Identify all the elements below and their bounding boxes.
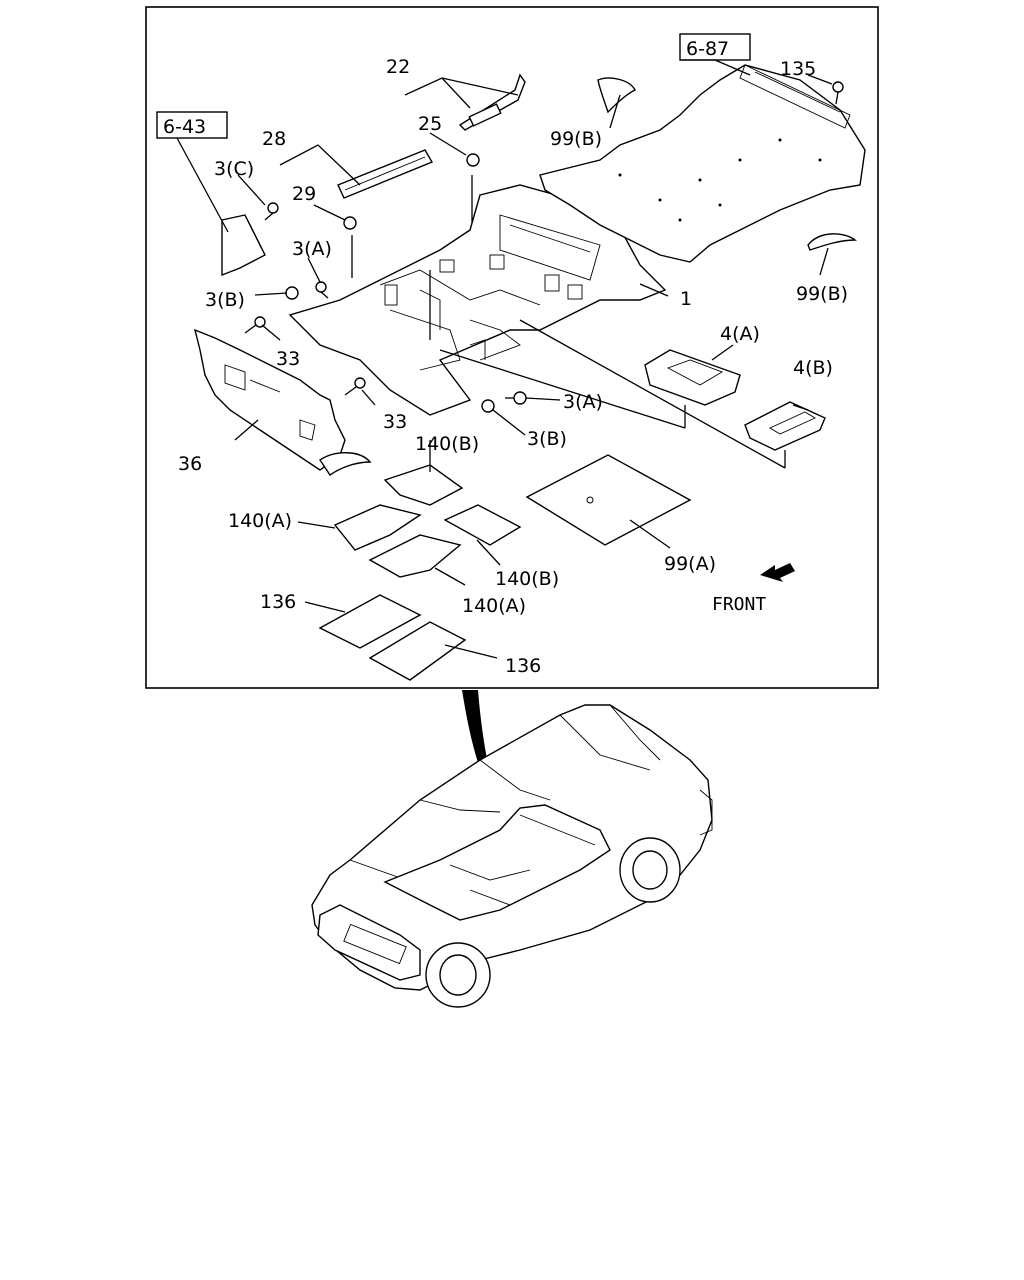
- label-3a-mid: 3(A): [563, 391, 603, 413]
- part-labels: 6-43 6-87 22 25 28 3(C) 29 3(A) 3(B) 33 …: [163, 38, 848, 677]
- sill-plates: [337, 73, 526, 199]
- ref-box-6-43: [156, 111, 228, 139]
- label-4b: 4(B): [793, 357, 833, 379]
- label-25: 25: [418, 113, 442, 135]
- pad-99b-top: [597, 77, 636, 114]
- fasteners: [244, 153, 527, 413]
- pad-99b-right: [807, 233, 857, 251]
- label-29: 29: [292, 183, 316, 205]
- front-label: FRONT: [712, 594, 766, 615]
- dash-insulator-36: [193, 328, 372, 476]
- label-135: 135: [780, 58, 816, 80]
- label-28: 28: [262, 128, 286, 150]
- ref-label-6-43: 6-43: [163, 116, 206, 138]
- vehicle-illustration: [311, 690, 713, 1008]
- label-136-top: 136: [260, 591, 296, 613]
- sheets: [318, 454, 692, 681]
- label-140b-top: 140(B): [415, 433, 479, 455]
- label-99b-top: 99(B): [550, 128, 602, 150]
- label-22: 22: [386, 56, 410, 78]
- label-99b-right: 99(B): [796, 283, 848, 305]
- label-140a-left: 140(A): [228, 510, 292, 532]
- leader-lines: [176, 59, 833, 659]
- label-136-bottom: 136: [505, 655, 541, 677]
- floor-carpet: [288, 184, 667, 416]
- floor-mat-4a: [644, 349, 741, 406]
- label-3c: 3(C): [214, 158, 254, 180]
- label-3a-top: 3(A): [292, 238, 332, 260]
- label-140a-bottom: 140(A): [462, 595, 526, 617]
- label-33-upper: 33: [276, 348, 300, 370]
- label-3b-mid: 3(B): [527, 428, 567, 450]
- label-1: 1: [680, 288, 692, 310]
- label-3b-left: 3(B): [205, 289, 245, 311]
- label-36: 36: [178, 453, 202, 475]
- front-arrow-icon: [760, 563, 795, 582]
- rear-cargo-carpet: [539, 64, 866, 263]
- floor-mat-4b: [744, 401, 826, 451]
- label-33-lower: 33: [383, 411, 407, 433]
- ref-label-6-87: 6-87: [686, 38, 729, 60]
- label-140b-right: 140(B): [495, 568, 559, 590]
- bracket-6-43: [221, 214, 266, 277]
- label-4a: 4(A): [720, 323, 760, 345]
- clip-135: [832, 81, 844, 105]
- label-99a: 99(A): [664, 553, 716, 575]
